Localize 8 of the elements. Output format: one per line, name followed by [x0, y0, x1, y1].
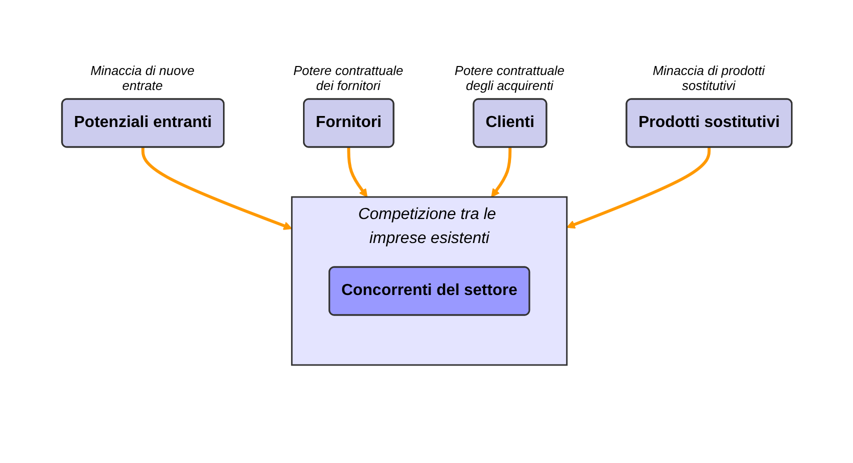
annotation-text: Minaccia di prodotti sostitutivi	[652, 62, 766, 92]
arrow	[141, 146, 292, 230]
annotation-text: Minaccia di nuove entrate	[89, 62, 196, 92]
annotation-text: Potere contrattuale dei fornitori	[292, 62, 404, 92]
arrow	[566, 146, 710, 228]
annotation-text: Potere contrattuale degli acquirenti	[454, 62, 566, 92]
arrow	[346, 146, 368, 197]
arrow	[490, 146, 512, 197]
